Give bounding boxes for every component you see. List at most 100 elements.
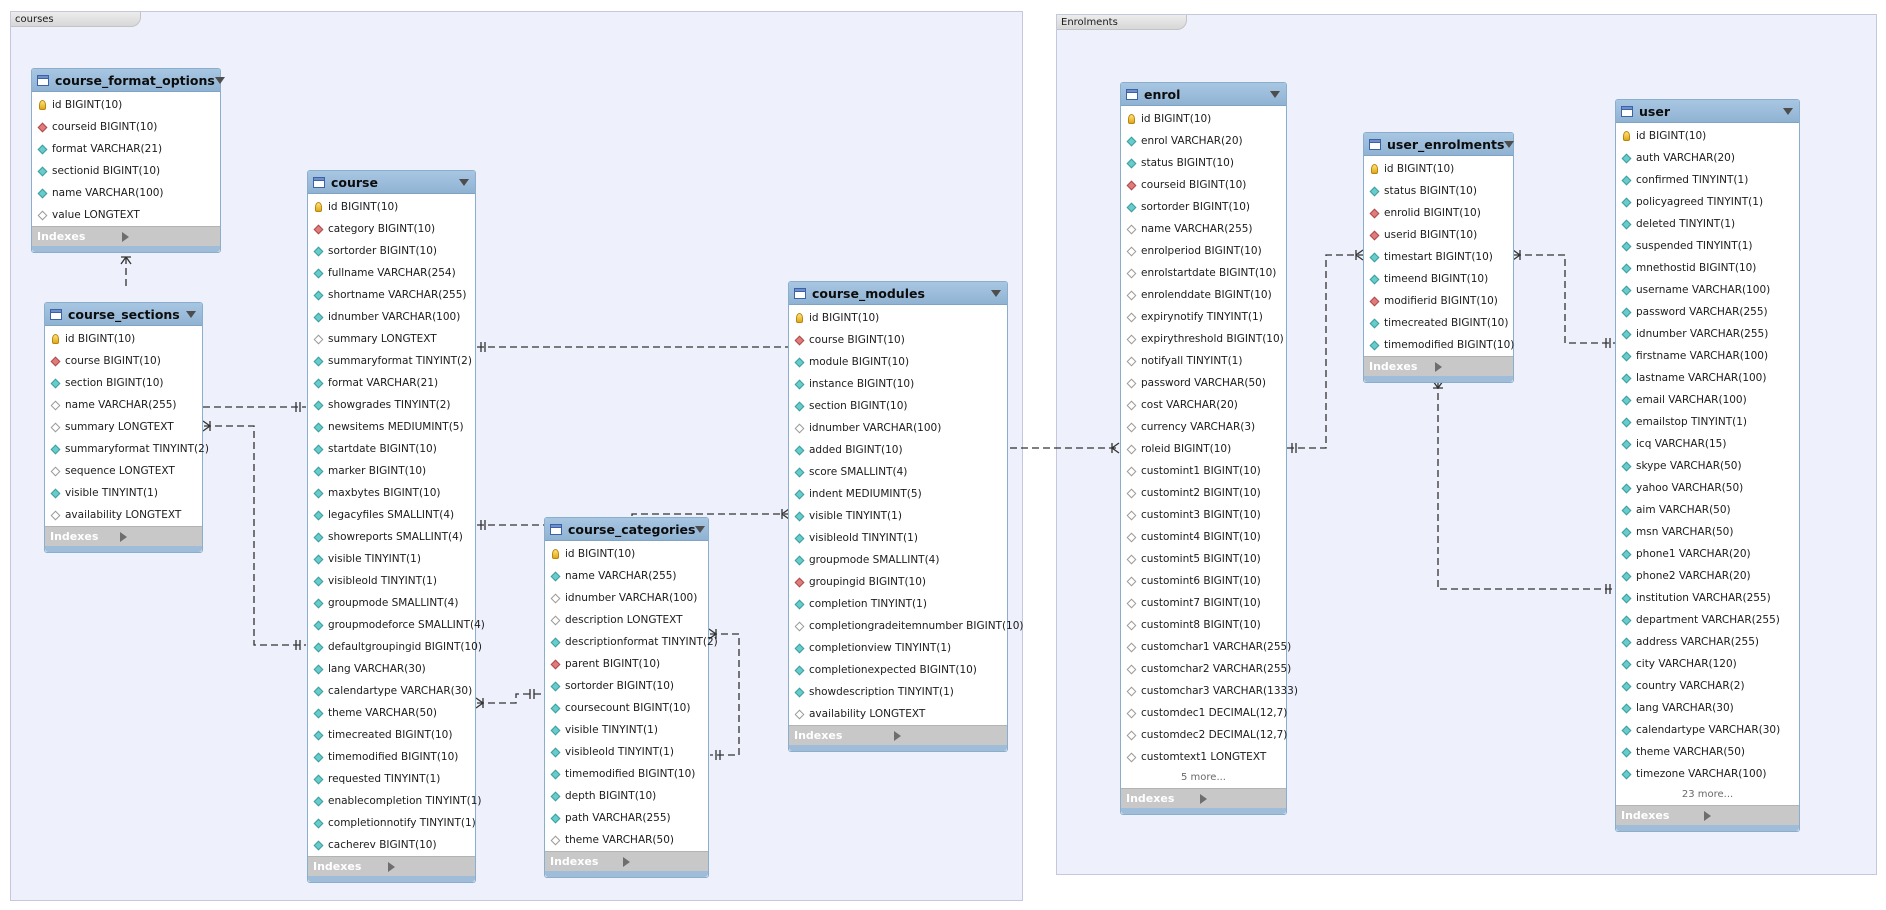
more-fields-link[interactable]: 5 more...: [1181, 772, 1226, 783]
field-row[interactable]: showreports SMALLINT(4): [308, 526, 475, 548]
field-row[interactable]: id BIGINT(10): [789, 307, 1007, 329]
field-row[interactable]: visible TINYINT(1): [45, 482, 202, 504]
field-row[interactable]: country VARCHAR(2): [1616, 675, 1799, 697]
field-row[interactable]: customchar1 VARCHAR(255): [1121, 636, 1291, 658]
field-row[interactable]: visibleold TINYINT(1): [789, 527, 1007, 549]
field-row[interactable]: auth VARCHAR(20): [1616, 147, 1799, 169]
indexes-section[interactable]: Indexes: [545, 851, 708, 871]
collapse-arrow-icon[interactable]: [1504, 140, 1515, 148]
field-row[interactable]: firstname VARCHAR(100): [1616, 345, 1799, 367]
field-row[interactable]: idnumber VARCHAR(100): [789, 417, 1007, 439]
field-row[interactable]: department VARCHAR(255): [1616, 609, 1799, 631]
field-row[interactable]: calendartype VARCHAR(30): [308, 680, 475, 702]
field-row[interactable]: timestart BIGINT(10): [1364, 246, 1513, 268]
field-row[interactable]: startdate BIGINT(10): [308, 438, 475, 460]
field-row[interactable]: showdescription TINYINT(1): [789, 681, 1007, 703]
field-row[interactable]: deleted TINYINT(1): [1616, 213, 1799, 235]
field-row[interactable]: sortorder BIGINT(10): [308, 240, 475, 262]
field-row[interactable]: availability LONGTEXT: [45, 504, 202, 526]
field-row[interactable]: completion TINYINT(1): [789, 593, 1007, 615]
field-row[interactable]: id BIGINT(10): [1121, 108, 1286, 130]
field-row[interactable]: lang VARCHAR(30): [1616, 697, 1799, 719]
field-row[interactable]: maxbytes BIGINT(10): [308, 482, 475, 504]
field-row[interactable]: expirynotify TINYINT(1): [1121, 306, 1286, 328]
field-row[interactable]: enrol VARCHAR(20): [1121, 130, 1286, 152]
expand-arrow-icon[interactable]: [1434, 361, 1508, 372]
expand-arrow-icon[interactable]: [122, 231, 214, 242]
indexes-section[interactable]: Indexes: [32, 226, 220, 246]
field-row[interactable]: phone2 VARCHAR(20): [1616, 565, 1799, 587]
field-row[interactable]: cacherev BIGINT(10): [308, 834, 475, 856]
field-row[interactable]: completionexpected BIGINT(10): [789, 659, 1007, 681]
field-row[interactable]: requested TINYINT(1): [308, 768, 475, 790]
field-row[interactable]: theme VARCHAR(50): [545, 829, 708, 851]
field-row[interactable]: customint8 BIGINT(10): [1121, 614, 1286, 636]
field-row[interactable]: customint6 BIGINT(10): [1121, 570, 1286, 592]
field-row[interactable]: notifyall TINYINT(1): [1121, 350, 1286, 372]
field-row[interactable]: email VARCHAR(100): [1616, 389, 1799, 411]
field-row[interactable]: customchar2 VARCHAR(255): [1121, 658, 1291, 680]
expand-arrow-icon[interactable]: [894, 730, 1001, 741]
field-row[interactable]: added BIGINT(10): [789, 439, 1007, 461]
entity-header[interactable]: course_categories: [545, 518, 708, 541]
expand-arrow-icon[interactable]: [119, 531, 197, 542]
field-row[interactable]: visibleold TINYINT(1): [308, 570, 475, 592]
field-row[interactable]: lang VARCHAR(30): [308, 658, 475, 680]
field-row[interactable]: roleid BIGINT(10): [1121, 438, 1286, 460]
field-row[interactable]: description LONGTEXT: [545, 609, 708, 631]
field-row[interactable]: theme VARCHAR(50): [308, 702, 475, 724]
field-row[interactable]: timecreated BIGINT(10): [308, 724, 475, 746]
field-row[interactable]: customint1 BIGINT(10): [1121, 460, 1286, 482]
field-row[interactable]: timemodified BIGINT(10): [1364, 334, 1514, 356]
field-row[interactable]: section BIGINT(10): [789, 395, 1007, 417]
field-row[interactable]: summaryformat TINYINT(2): [45, 438, 209, 460]
field-row[interactable]: customdec2 DECIMAL(12,7): [1121, 724, 1287, 746]
field-row[interactable]: showgrades TINYINT(2): [308, 394, 475, 416]
indexes-section[interactable]: Indexes: [1121, 788, 1286, 808]
field-row[interactable]: section BIGINT(10): [45, 372, 202, 394]
field-row[interactable]: enrolstartdate BIGINT(10): [1121, 262, 1286, 284]
expand-arrow-icon[interactable]: [1199, 793, 1281, 804]
field-row[interactable]: summary LONGTEXT: [45, 416, 202, 438]
field-row[interactable]: legacyfiles SMALLINT(4): [308, 504, 475, 526]
field-row[interactable]: groupmodeforce SMALLINT(4): [308, 614, 485, 636]
field-row[interactable]: course BIGINT(10): [789, 329, 1007, 351]
field-row[interactable]: name VARCHAR(255): [1121, 218, 1286, 240]
field-row[interactable]: format VARCHAR(21): [32, 138, 220, 160]
field-row[interactable]: format VARCHAR(21): [308, 372, 475, 394]
indexes-section[interactable]: Indexes: [789, 725, 1007, 745]
field-row[interactable]: instance BIGINT(10): [789, 373, 1007, 395]
field-row[interactable]: userid BIGINT(10): [1364, 224, 1513, 246]
entity-header[interactable]: enrol: [1121, 83, 1286, 106]
indexes-section[interactable]: Indexes: [1364, 356, 1513, 376]
field-row[interactable]: theme VARCHAR(50): [1616, 741, 1799, 763]
field-row[interactable]: indent MEDIUMINT(5): [789, 483, 1007, 505]
field-row[interactable]: completionnotify TINYINT(1): [308, 812, 476, 834]
field-row[interactable]: name VARCHAR(255): [545, 565, 708, 587]
field-row[interactable]: customchar3 VARCHAR(1333): [1121, 680, 1298, 702]
field-row[interactable]: parent BIGINT(10): [545, 653, 708, 675]
entity-header[interactable]: course_sections: [45, 303, 202, 326]
field-row[interactable]: icq VARCHAR(15): [1616, 433, 1799, 455]
field-row[interactable]: courseid BIGINT(10): [32, 116, 220, 138]
field-row[interactable]: module BIGINT(10): [789, 351, 1007, 373]
field-row[interactable]: score SMALLINT(4): [789, 461, 1007, 483]
field-row[interactable]: name VARCHAR(100): [32, 182, 220, 204]
field-row[interactable]: timeend BIGINT(10): [1364, 268, 1513, 290]
entity-header[interactable]: user_enrolments: [1364, 133, 1515, 156]
field-row[interactable]: skype VARCHAR(50): [1616, 455, 1799, 477]
field-row[interactable]: expirythreshold BIGINT(10): [1121, 328, 1286, 350]
field-row[interactable]: institution VARCHAR(255): [1616, 587, 1799, 609]
field-row[interactable]: confirmed TINYINT(1): [1616, 169, 1799, 191]
field-row[interactable]: emailstop TINYINT(1): [1616, 411, 1799, 433]
entity-header[interactable]: user: [1616, 100, 1799, 123]
entity-header[interactable]: course: [308, 171, 475, 194]
field-row[interactable]: visible TINYINT(1): [308, 548, 475, 570]
field-row[interactable]: password VARCHAR(255): [1616, 301, 1799, 323]
field-row[interactable]: id BIGINT(10): [32, 94, 220, 116]
